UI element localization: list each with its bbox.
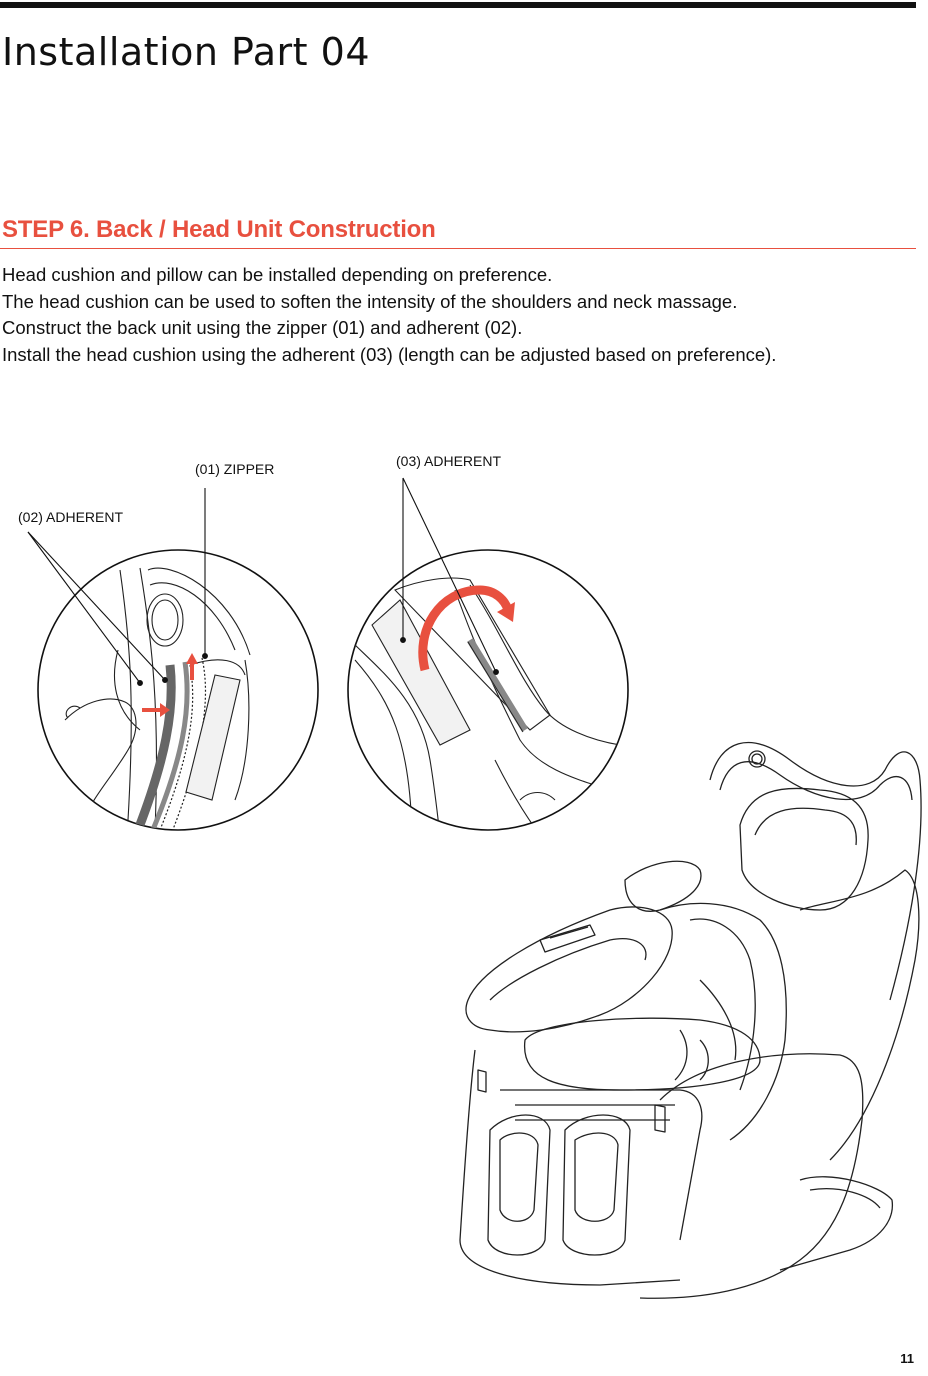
step-heading: STEP 6. Back / Head Unit Construction (2, 216, 436, 243)
page-number: 11 (900, 1351, 914, 1366)
adherent-03-callout-label: (03) ADHERENT (396, 453, 501, 469)
massage-chair-illustration (459, 741, 922, 1299)
instruction-line: Construct the back unit using the zipper… (2, 317, 523, 338)
adherent-02-callout-label: (02) ADHERENT (18, 509, 123, 525)
top-rule (0, 2, 916, 8)
instruction-list: Head cushion and pillow can be installed… (2, 262, 776, 368)
head-cushion-detail (347, 477, 629, 831)
instruction-line: Install the head cushion using the adher… (2, 343, 777, 365)
instruction-line: Head cushion and pillow can be installed… (2, 264, 553, 285)
back-unit-detail (27, 488, 319, 831)
zipper-callout-label: (01) ZIPPER (195, 461, 274, 477)
page-title: Installation Part 04 (2, 30, 370, 74)
installation-illustration: (01) ZIPPER (02) ADHERENT (03) ADHERENT (18, 453, 922, 1299)
instruction-line: The head cushion can be used to soften t… (2, 290, 738, 312)
step-divider (0, 248, 916, 249)
